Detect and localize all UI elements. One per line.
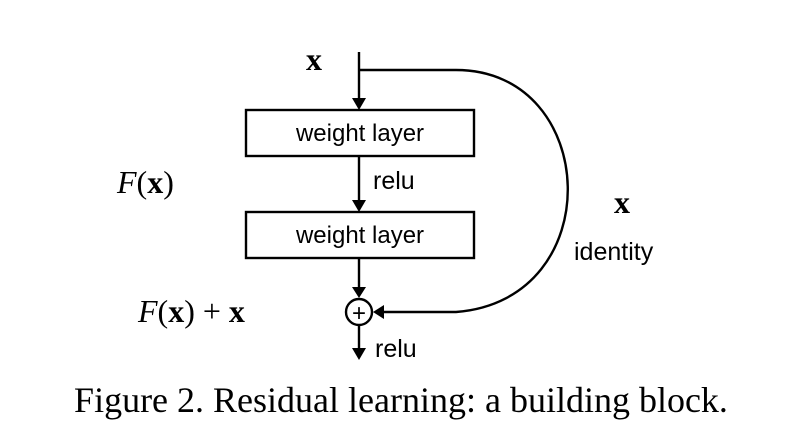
weight-layer-2 — [244, 210, 476, 260]
input-arrowhead — [352, 98, 366, 110]
addition-symbol: + — [352, 300, 366, 327]
figure-caption: Figure 2. Residual learning: a building … — [74, 380, 728, 420]
output-arrowhead — [352, 348, 366, 360]
input-x-label: x — [306, 41, 322, 77]
sum-expression-label: F(x) + x — [137, 293, 245, 329]
relu-1-arrowhead — [352, 200, 366, 212]
shortcut-x-label: x — [614, 184, 630, 220]
relu-1-label: relu — [373, 167, 415, 195]
relu-2-label: relu — [375, 335, 417, 363]
identity-shortcut-path — [359, 68, 569, 314]
weight-layer-1-label: weight layer — [295, 120, 424, 147]
sum-arrowhead — [352, 287, 366, 298]
weight-layer-1 — [244, 108, 476, 158]
identity-shortcut-arrowhead — [373, 305, 384, 319]
weight-layer-2-label: weight layer — [295, 222, 424, 249]
residual-function-label: F(x) — [116, 164, 174, 200]
shortcut-identity-label: identity — [574, 238, 654, 266]
